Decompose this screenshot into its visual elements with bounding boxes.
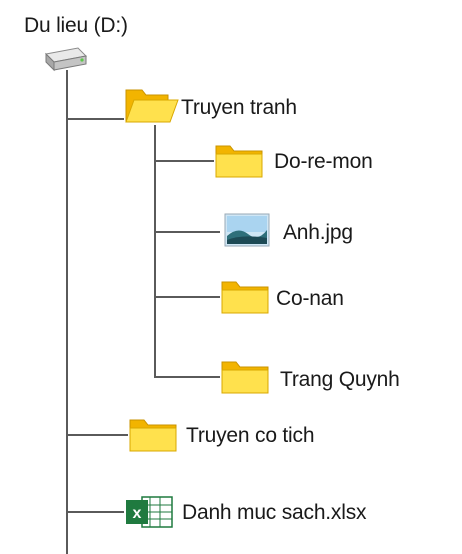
folder-icon[interactable] — [128, 416, 178, 454]
drive-label[interactable]: Du lieu (D:) — [24, 14, 128, 37]
folder-label-truyen-tranh[interactable]: Truyen tranh — [181, 96, 297, 119]
connector-truyen-co-tich — [66, 434, 128, 436]
connector-co-nan — [154, 296, 220, 298]
folder-icon[interactable] — [220, 278, 270, 316]
connector-truyen-tranh — [66, 118, 124, 120]
folder-label-co-nan[interactable]: Co-nan — [276, 287, 344, 310]
file-label-danh-muc-sach[interactable]: Danh muc sach.xlsx — [182, 501, 367, 524]
connector-trang-quynh — [154, 376, 220, 378]
drive-icon[interactable] — [40, 44, 88, 74]
folder-icon[interactable] — [220, 358, 270, 396]
folder-label-truyen-co-tich[interactable]: Truyen co tich — [186, 424, 315, 447]
folder-label-trang-quynh[interactable]: Trang Quynh — [280, 368, 400, 391]
file-label-anh-jpg[interactable]: Anh.jpg — [283, 221, 353, 244]
connector-danh-muc-sach — [66, 511, 124, 513]
svg-text:x: x — [133, 505, 142, 522]
folder-icon[interactable] — [214, 142, 264, 180]
folder-open-icon[interactable] — [124, 84, 180, 126]
folder-label-do-re-mon[interactable]: Do-re-mon — [274, 150, 373, 173]
tree-trunk-line — [66, 70, 68, 554]
subtree-trunk-line — [154, 125, 156, 378]
image-file-icon[interactable] — [224, 212, 270, 248]
excel-file-icon[interactable]: x — [124, 494, 176, 530]
connector-do-re-mon — [154, 160, 214, 162]
connector-anh-jpg — [154, 231, 220, 233]
